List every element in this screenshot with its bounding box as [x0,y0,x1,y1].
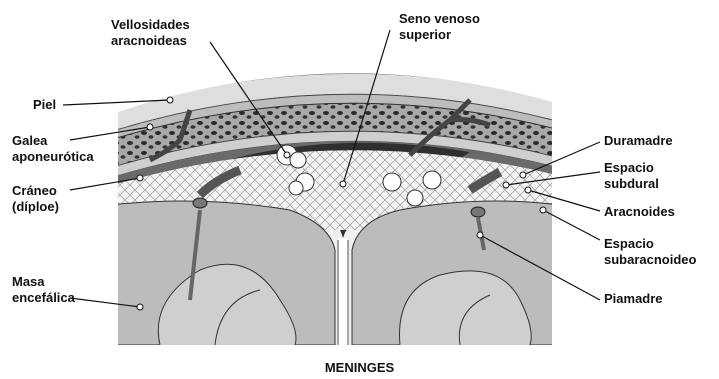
label-piamadre: Piamadre [604,291,663,307]
label-galea: Galea aponeurótica [12,133,94,165]
label-line: encefálica [12,290,75,306]
label-duramadre: Duramadre [604,133,673,149]
label-line: Seno venoso [399,11,480,27]
label-line: Duramadre [604,133,673,149]
label-line: Aracnoides [604,204,675,220]
label-line: Vellosidades [111,17,190,33]
label-line: subaracnoideo [604,252,696,268]
label-line: Cráneo [12,183,59,199]
label-seno-venoso: Seno venoso superior [399,11,480,43]
label-line: aracnoideas [111,33,190,49]
tissue-block [110,40,560,350]
label-vellosidades-aracnoideas: Vellosidades aracnoideas [111,17,190,49]
label-line: Piel [33,97,56,113]
label-line: Espacio [604,236,696,252]
label-masa-encefalica: Masa encefálica [12,274,75,306]
label-line: Espacio [604,160,659,176]
label-line: aponeurótica [12,149,94,165]
label-line: Masa [12,274,75,290]
label-line: subdural [604,176,659,192]
label-line: superior [399,27,480,43]
label-piel: Piel [33,97,56,113]
figure-caption: MENINGES [0,360,719,375]
label-line: (díploe) [12,199,59,215]
label-espacio-subaracnoideo: Espacio subaracnoideo [604,236,696,268]
label-aracnoides: Aracnoides [604,204,675,220]
label-espacio-subdural: Espacio subdural [604,160,659,192]
label-line: Galea [12,133,94,149]
label-craneo: Cráneo (díploe) [12,183,59,215]
label-line: Piamadre [604,291,663,307]
